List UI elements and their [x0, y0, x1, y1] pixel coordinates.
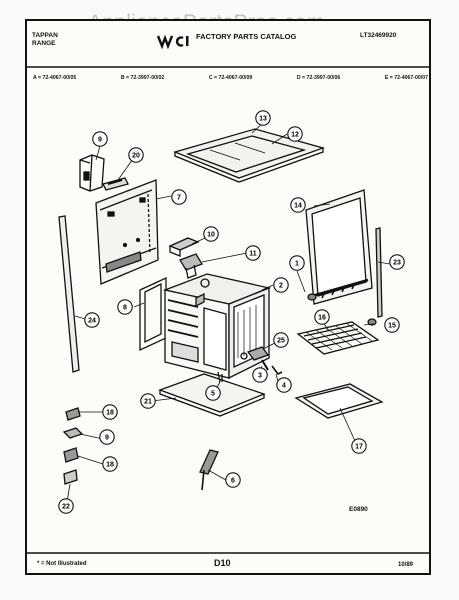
- callout-6: 6: [225, 472, 241, 488]
- callout-label: 1: [295, 261, 299, 268]
- callout-label: 4: [282, 383, 286, 390]
- callout-12: 12: [287, 126, 303, 142]
- callout-14: 14: [290, 197, 306, 213]
- callout-10: 10: [203, 226, 219, 242]
- part-5-drawing: [79, 154, 105, 192]
- model-e: E = 72-4067-00/07: [384, 75, 428, 81]
- callout-5: 5: [205, 385, 221, 401]
- model-a: A = 72-4067-00/05: [33, 75, 77, 81]
- part-10-bracket: [168, 237, 200, 257]
- page-number: D10: [214, 558, 231, 568]
- part-6-burner: [199, 449, 219, 491]
- callout-20: 20: [128, 147, 144, 163]
- brand-name: TAPPAN: [32, 32, 58, 39]
- callout-label: 18: [106, 410, 114, 417]
- callout-label: 6: [231, 478, 235, 485]
- part-9-item: [195, 292, 205, 308]
- callout-group: 1234567899101112131415161718182021222324…: [58, 110, 405, 514]
- callout-label: 5: [211, 391, 215, 398]
- wci-logo: [156, 34, 189, 50]
- part-4-clip: [271, 365, 283, 376]
- callout-7: 7: [171, 189, 187, 205]
- part-1-knob: [307, 293, 317, 301]
- figure-code: E0890: [349, 506, 368, 513]
- part-14-door: [305, 189, 373, 305]
- part-22-item: [63, 469, 78, 485]
- callout-25: 25: [273, 332, 289, 348]
- part-7-back-panel: [95, 179, 159, 285]
- part-2-oven-body: [162, 273, 272, 380]
- callout-17: 17: [351, 438, 367, 454]
- callout-13: 13: [255, 110, 271, 126]
- callout-15: 15: [384, 317, 400, 333]
- callout-label: 2: [279, 283, 283, 290]
- catalog-number: LT32469920: [360, 32, 397, 39]
- part-17-broiler-pan: [294, 383, 384, 419]
- callout-label: 18: [106, 462, 114, 469]
- product-type: RANGE: [32, 40, 56, 47]
- callout-label: 14: [294, 203, 302, 210]
- part-8-front-frame: [139, 276, 167, 352]
- callout-4: 4: [276, 377, 292, 393]
- part-11-switch: [179, 253, 203, 279]
- callout-8: 8: [117, 299, 133, 315]
- callout-label: 24: [88, 318, 96, 325]
- callout-3: 3: [252, 367, 268, 383]
- callout-11: 11: [245, 245, 261, 261]
- catalog-title: FACTORY PARTS CATALOG: [196, 32, 297, 41]
- part-24-strip: [58, 215, 80, 373]
- part-18b-item: [63, 447, 79, 463]
- callout-9: 9: [92, 131, 108, 147]
- part-23-strip: [375, 227, 383, 318]
- part-20-drawing: [102, 177, 129, 191]
- callout-label: 22: [62, 504, 70, 511]
- callout-18-2: 18: [102, 456, 118, 472]
- callout-label: 3: [258, 373, 262, 380]
- part-25-bracket: [240, 346, 270, 361]
- model-d: D = 72-3997-00/06: [296, 75, 341, 81]
- callout-label: 9: [105, 435, 109, 442]
- part-18-item: [65, 407, 81, 421]
- part-3-bolt: [261, 359, 269, 371]
- callout-label: 17: [355, 444, 363, 451]
- part-13-cooktop: [173, 128, 326, 183]
- callout-label: 15: [388, 323, 396, 330]
- callout-label: 16: [318, 315, 326, 322]
- model-c: C = 72-4067-00/09: [208, 75, 253, 81]
- model-list: A = 72-4067-00/05 B = 72-3997-00/02 C = …: [33, 75, 428, 81]
- callout-label: 8: [123, 305, 127, 312]
- callout-label: 9: [98, 137, 102, 144]
- callout-label: 12: [291, 132, 299, 139]
- model-b: B = 72-3997-00/02: [120, 75, 165, 81]
- callout-18: 18: [102, 404, 118, 420]
- callout-21: 21: [140, 393, 156, 409]
- callout-1: 1: [289, 255, 305, 271]
- callout-label: 13: [259, 116, 267, 123]
- callout-16: 16: [314, 309, 330, 325]
- callout-22: 22: [58, 498, 74, 514]
- part-19-item: [62, 427, 84, 439]
- footnote: * = Not Illustrated: [37, 561, 87, 567]
- callout-label: 7: [177, 195, 181, 202]
- callout-23: 23: [389, 254, 405, 270]
- callout-label: 20: [132, 153, 140, 160]
- callout-label: 25: [277, 338, 285, 345]
- part-15-knob: [367, 318, 377, 326]
- callout-label: 21: [144, 399, 152, 406]
- callout-24: 24: [84, 312, 100, 328]
- callout-label: 10: [207, 232, 215, 239]
- part-16-oven-rack: [296, 321, 380, 355]
- callout-label: 23: [393, 260, 401, 267]
- callout-9-2: 9: [99, 429, 115, 445]
- revision-date: 10/89: [398, 562, 414, 568]
- callout-2: 2: [273, 277, 289, 293]
- callout-label: 11: [249, 251, 257, 258]
